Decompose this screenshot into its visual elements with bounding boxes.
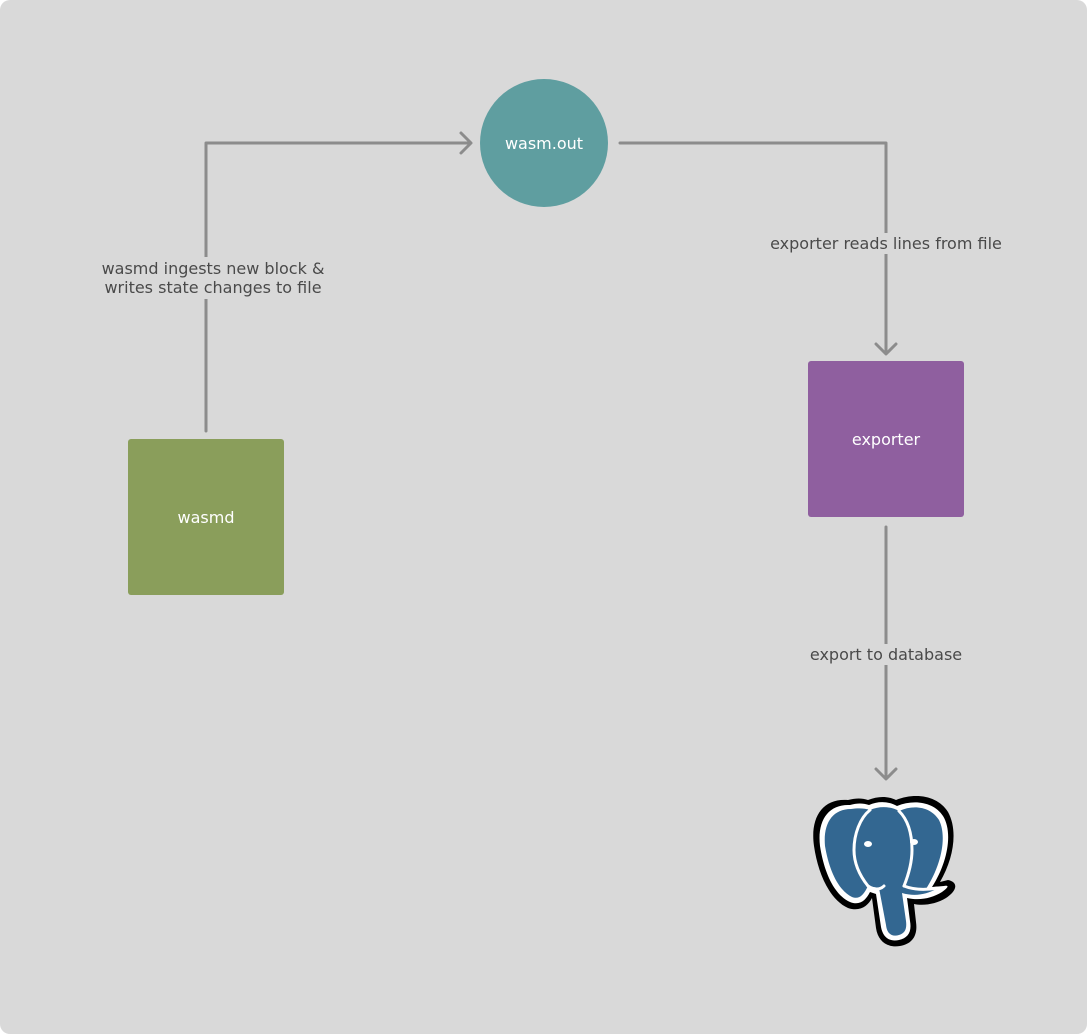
edge-label-wasmd-writes: wasmd ingests new block & writes state c… bbox=[98, 257, 328, 299]
arrowhead-exporter bbox=[874, 342, 898, 356]
postgresql-elephant-icon[interactable] bbox=[808, 794, 964, 950]
arrowhead-wasm-out bbox=[459, 131, 473, 155]
edge-label-exporter-reads: exporter reads lines from file bbox=[770, 233, 1002, 254]
edge-wasm-out-to-exporter bbox=[618, 141, 888, 355]
edge-label-export-to-database: export to database bbox=[806, 644, 966, 665]
wasm-out-node[interactable]: wasm.out bbox=[480, 79, 608, 207]
edge-label-line-1: wasmd ingests new block & bbox=[101, 259, 325, 278]
exporter-label: exporter bbox=[851, 429, 921, 449]
arrowhead-database bbox=[874, 767, 898, 781]
edge-wasmd-to-wasm-out bbox=[204, 141, 472, 433]
wasm-out-label: wasm.out bbox=[504, 133, 584, 153]
wasmd-node[interactable]: wasmd bbox=[128, 439, 284, 595]
wasmd-label: wasmd bbox=[177, 507, 235, 527]
edge-label-line-2: writes state changes to file bbox=[104, 278, 322, 297]
exporter-node[interactable]: exporter bbox=[808, 361, 964, 517]
